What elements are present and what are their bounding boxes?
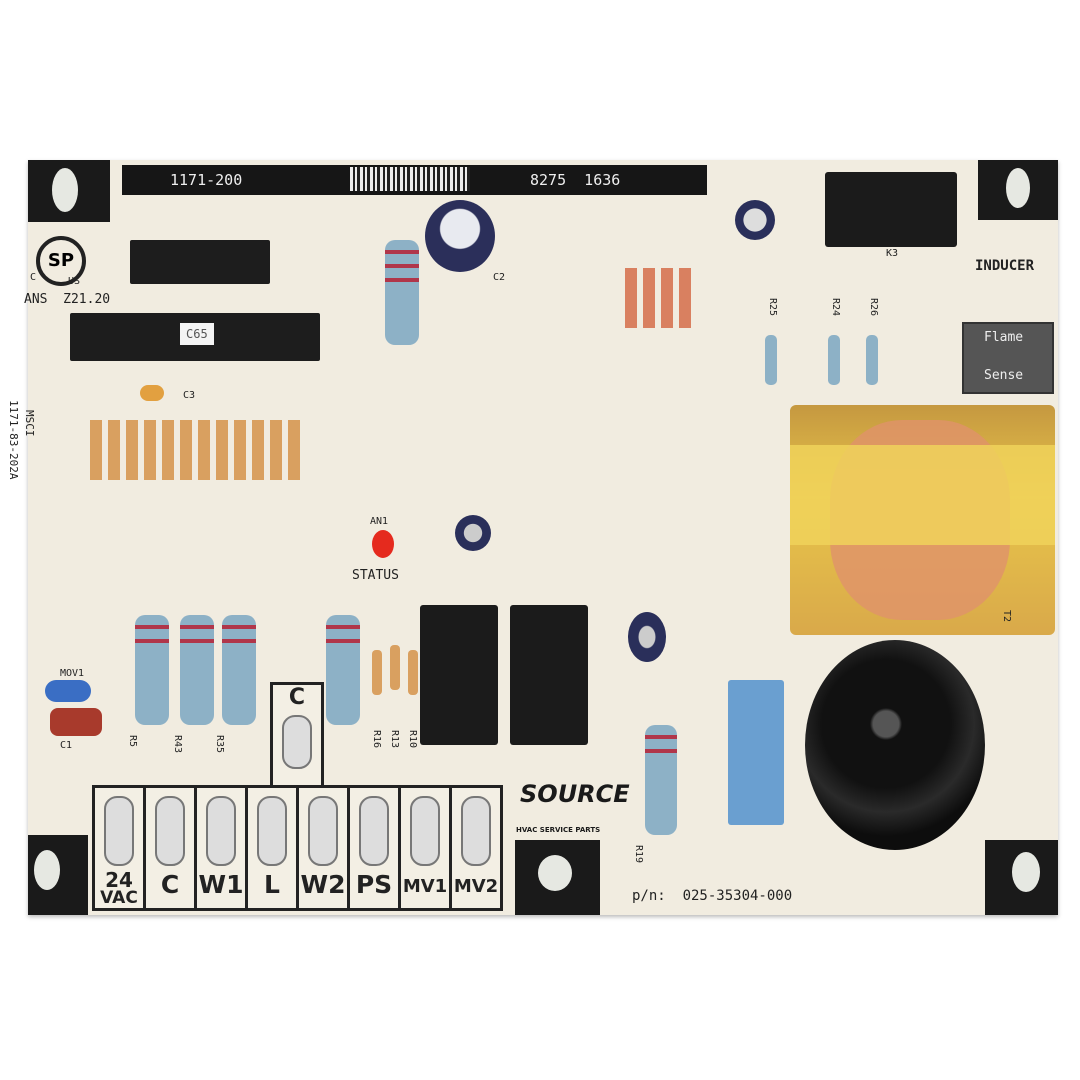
label-c3: C3 [183, 390, 196, 401]
label-k3: K3 [886, 248, 899, 259]
resistor-r16 [372, 650, 382, 695]
flame-label: Flame [984, 330, 1024, 345]
standoff [538, 855, 572, 891]
resistor-r24 [828, 335, 840, 385]
terminal-ps[interactable]: PS [350, 785, 401, 911]
source1-logo: SOURCE [520, 780, 630, 808]
resistor-power [385, 240, 419, 345]
capacitor-blue [45, 680, 91, 702]
terminal-label: C [160, 870, 180, 899]
label-c1: C1 [60, 740, 73, 751]
film-capacitor [728, 680, 784, 825]
side-code: 1171-83-202A [7, 400, 20, 480]
capacitor-c3 [140, 385, 164, 401]
terminal-label: L [264, 870, 280, 899]
csa-c: C [30, 272, 37, 283]
csa-us: US [68, 276, 81, 287]
resistor-r35 [222, 615, 256, 725]
capacitor [455, 515, 491, 551]
standoff [1012, 852, 1040, 892]
terminal-label: W2 [300, 870, 346, 899]
part-number-bar: 1171-200 8275 1636 [122, 165, 707, 195]
capacitor-c2 [425, 200, 495, 272]
label-an1: AN1 [370, 516, 389, 527]
part-number-label: p/n: 025-35304-000 [632, 888, 793, 904]
ic-u1: C65 [70, 313, 320, 361]
resistor-r43 [180, 615, 214, 725]
terminal-mv1[interactable]: MV1 [401, 785, 452, 911]
csa-logo: SP [36, 236, 86, 286]
terminal-w1[interactable]: W1 [197, 785, 248, 911]
side-brand: MSCI [23, 410, 36, 437]
standoff [1006, 168, 1030, 208]
buzzer [805, 640, 985, 850]
resistor-r5 [135, 615, 169, 725]
label-t2: T2 [1001, 610, 1012, 623]
ic-u2 [130, 240, 270, 284]
label-r5: R5 [127, 735, 138, 748]
label-mov1: MOV1 [60, 668, 85, 679]
resistor-r13 [390, 645, 400, 690]
label-r35: R35 [214, 735, 225, 754]
label-r43: R43 [172, 735, 183, 754]
relay [420, 605, 498, 745]
terminal-c[interactable]: C [146, 785, 197, 911]
terminal-l[interactable]: L [248, 785, 299, 911]
capacitor-c1 [50, 708, 102, 736]
logo-subtext: HVAC SERVICE PARTS [516, 826, 601, 834]
terminal-label: W1 [198, 870, 244, 899]
resistor-r10 [408, 650, 418, 695]
label-r10: R10 [407, 730, 418, 749]
sense-label: Sense [984, 368, 1024, 383]
label-r13: R13 [389, 730, 400, 749]
flame-sense-box: Flame Sense [962, 322, 1054, 394]
transformer-t2 [790, 405, 1055, 635]
terminal-label: PS [355, 870, 393, 899]
terminal-label: MV2 [453, 876, 499, 897]
resistor-r9 [326, 615, 360, 725]
barcode [350, 167, 470, 191]
label-r19: R19 [633, 845, 644, 864]
status-label: STATUS [352, 568, 399, 583]
standoff [34, 850, 60, 890]
part-number-left: 1171-200 [170, 171, 243, 189]
resistor-r26 [866, 335, 878, 385]
ans-label: ANS Z21.20 [24, 292, 111, 307]
label-c2: C2 [493, 272, 506, 283]
label-r26: R26 [868, 298, 879, 317]
relay [510, 605, 588, 745]
terminal-label-top: 24 [105, 868, 133, 892]
terminal-c-common-label: C [288, 685, 306, 710]
status-led [372, 530, 394, 558]
terminal-label: MV1 [402, 876, 448, 897]
standoff [52, 168, 78, 212]
label-r16: R16 [371, 730, 382, 749]
resistor-r19 [645, 725, 677, 835]
capacitor-c7 [628, 612, 666, 662]
chip-sticker: C65 [180, 323, 214, 345]
terminal-label: VAC [100, 888, 138, 908]
label-r24: R24 [830, 298, 841, 317]
resistor-r25 [765, 335, 777, 385]
resistor-array [625, 268, 695, 328]
terminal-w2[interactable]: W2 [299, 785, 350, 911]
capacitor [735, 200, 775, 240]
inducer-label: INDUCER [975, 258, 1035, 274]
label-r25: R25 [767, 298, 778, 317]
terminal-mv2[interactable]: MV2 [452, 785, 503, 911]
part-number-right: 8275 1636 [530, 171, 621, 189]
resistor-array [90, 420, 305, 480]
terminal-c-common[interactable]: C [270, 682, 324, 788]
relay-k3 [825, 172, 957, 247]
